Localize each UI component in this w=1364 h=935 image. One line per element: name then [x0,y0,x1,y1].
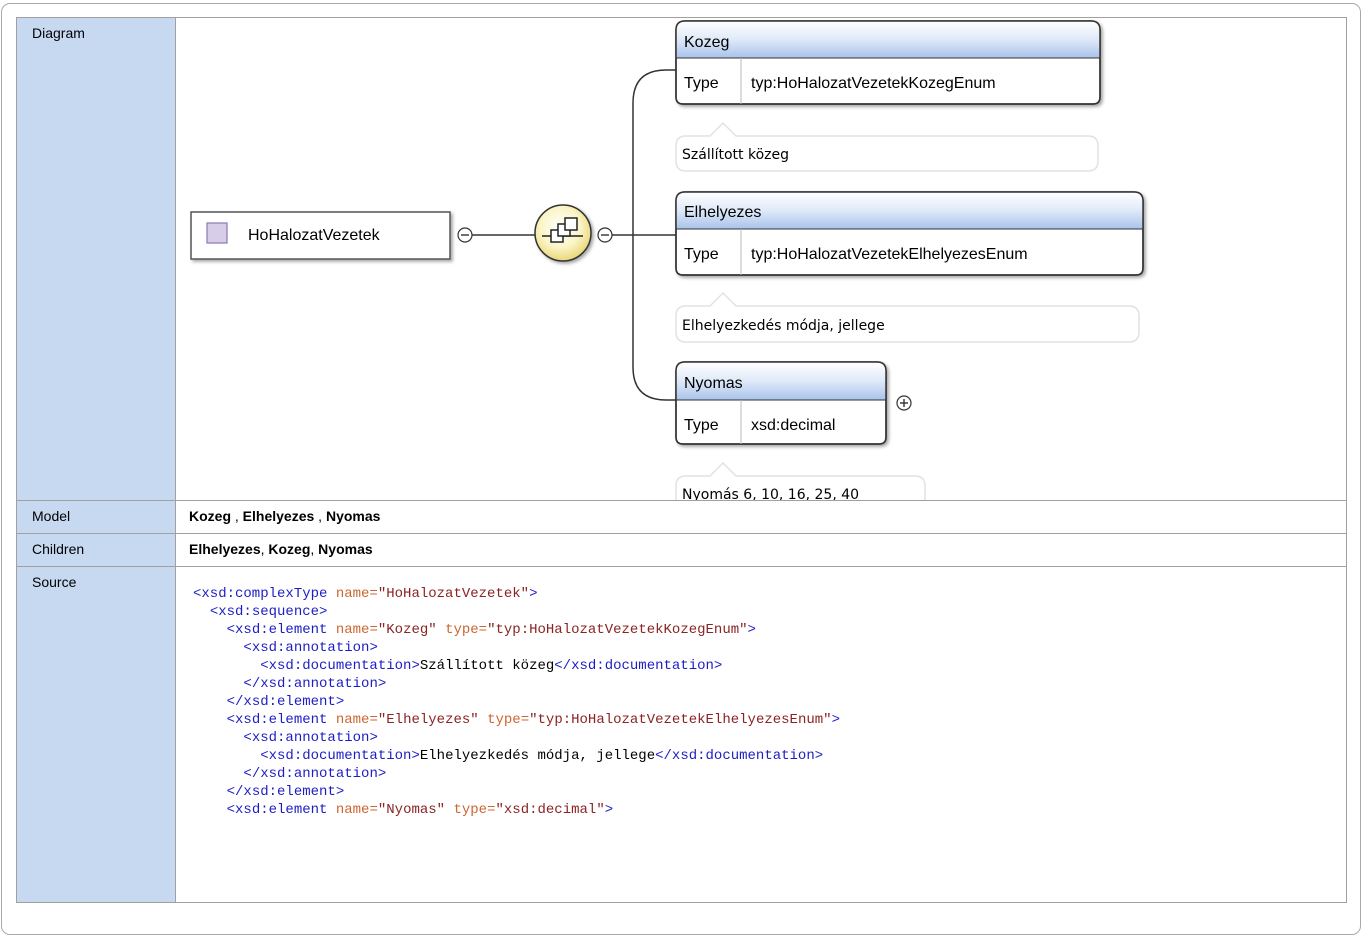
element-box-elhelyezes[interactable] [675,191,1144,276]
model-item-elhelyezes[interactable]: Elhelyezes [242,508,315,524]
diagram-label-cell: Diagram [16,17,176,501]
source-line: </xsd:element> [226,784,345,800]
model-sep: , [314,508,326,524]
annotation-nyomas: Nyomás 6, 10, 16, 25, 40 [675,461,926,500]
model-item-nyomas[interactable]: Nyomas [325,508,381,524]
source-line: <xsd:documentation>Elhelyezkedés módja, … [260,748,824,764]
element-name-elhelyezes: Elhelyezes [684,204,761,221]
children-label: Children [32,541,85,557]
model-item-kozeg[interactable]: Kozeg [189,508,231,524]
source-label: Source [32,574,77,590]
child-item-nyomas[interactable]: Nyomas [318,541,373,557]
children-cell: Elhelyezes, Kozeg, Nyomas [175,533,1347,567]
child-item-kozeg[interactable]: Kozeg [268,541,311,557]
diagram-svg: HoHalozatVezetek [190,20,1144,500]
root-collapse-icon[interactable] [457,227,473,243]
doc-text-elhelyezes: Elhelyezkedés módja, jellege [682,318,885,334]
source-line: <xsd:element name="Elhelyezes" type="typ… [226,712,840,728]
source-line: </xsd:annotation> [243,676,387,692]
schema-doc-table: Diagram [16,17,1347,903]
model-cell: Kozeg , Elhelyezes , Nyomas [175,500,1347,534]
source-label-cell: Source [16,566,176,903]
source-line: <xsd:complexType name="HoHalozatVezetek"… [193,586,538,602]
source-line: <xsd:element name="Kozeg" type="typ:HoHa… [226,622,756,638]
element-name-kozeg: Kozeg [684,34,729,51]
doc-text-nyomas: Nyomás 6, 10, 16, 25, 40 [682,487,859,500]
model-label: Model [32,508,71,524]
sequence-branch-lines [612,69,676,401]
element-type-nyomas: xsd:decimal [751,417,835,434]
source-row: Source <xsd:complexType name="HoHalozatV… [16,566,1347,903]
type-label-nyomas: Type [684,417,719,434]
model-list: Kozeg , Elhelyezes , Nyomas [176,501,1346,524]
type-label-kozeg: Type [684,75,719,92]
children-list: Elhelyezes, Kozeg, Nyomas [176,534,1346,557]
nyomas-expand-icon[interactable] [896,395,912,411]
source-line: </xsd:element> [226,694,345,710]
model-row: Model Kozeg , Elhelyezes , Nyomas [16,500,1347,534]
schema-diagram: HoHalozatVezetek [176,18,1346,500]
diagram-row: Diagram [16,17,1347,501]
sequence-compositor-icon[interactable] [534,204,592,262]
element-box-nyomas[interactable] [675,361,887,445]
children-label-cell: Children [16,533,176,567]
source-code: <xsd:complexType name="HoHalozatVezetek"… [176,567,1346,819]
model-sep: , [231,508,243,524]
root-element-name: HoHalozatVezetek [248,227,381,244]
model-label-cell: Model [16,500,176,534]
complex-type-icon [206,222,228,244]
annotation-elhelyezes: Elhelyezkedés módja, jellege [675,291,1140,343]
sequence-collapse-icon[interactable] [597,227,613,243]
source-line: </xsd:annotation> [243,766,387,782]
element-type-elhelyezes: typ:HoHalozatVezetekElhelyezesEnum [751,246,1028,263]
source-line: <xsd:annotation> [243,730,378,746]
children-row: Children Elhelyezes, Kozeg, Nyomas [16,533,1347,567]
annotation-kozeg: Szállított közeg [675,121,1099,172]
children-sep: , [310,541,319,557]
diagram-label: Diagram [32,25,85,41]
source-line: <xsd:annotation> [243,640,378,656]
root-element-box[interactable]: HoHalozatVezetek [190,211,451,260]
doc-text-kozeg: Szállított közeg [682,147,789,163]
element-box-kozeg[interactable] [675,20,1101,105]
element-name-nyomas: Nyomas [684,375,743,392]
source-cell: <xsd:complexType name="HoHalozatVezetek"… [175,566,1347,903]
type-label-elhelyezes: Type [684,246,719,263]
diagram-cell: HoHalozatVezetek [175,17,1347,501]
source-line: <xsd:documentation>Szállított közeg</xsd… [260,658,723,674]
child-item-elhelyezes[interactable]: Elhelyezes [189,541,261,557]
source-line: <xsd:sequence> [209,604,328,620]
element-type-kozeg: typ:HoHalozatVezetekKozegEnum [751,75,996,92]
children-sep: , [260,541,269,557]
source-line: <xsd:element name="Nyomas" type="xsd:dec… [226,802,614,818]
